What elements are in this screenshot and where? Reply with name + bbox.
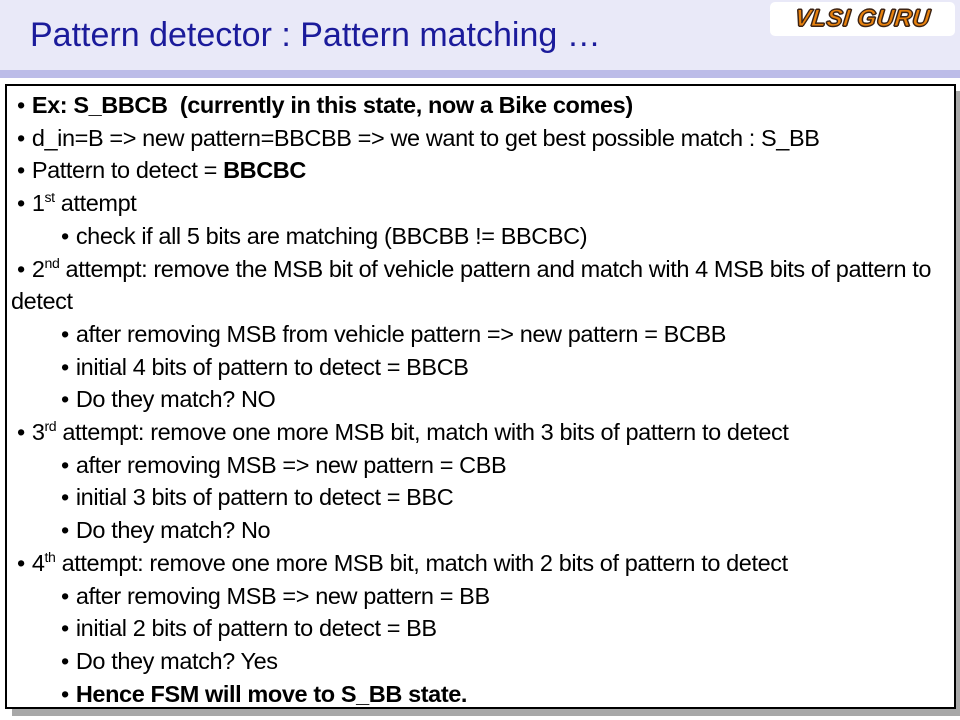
logo-text: VLSI GURU: [793, 5, 932, 33]
bullet-text-segment: attempt: remove one more MSB bit, match …: [55, 549, 789, 576]
bullet-item: •Do they match? No: [11, 514, 950, 547]
bullet-marker: •: [17, 124, 25, 151]
bullet-marker: •: [17, 255, 25, 282]
bullet-list: •Ex: S_BBCB (currently in this state, no…: [11, 89, 950, 707]
bullet-text-segment: Pattern to detect =: [31, 157, 224, 184]
bullet-text-segment: Ex: S_BBCB (currently in this state, now…: [31, 92, 633, 118]
bullet-text-segment: initial 2 bits of pattern to detect = BB: [75, 615, 437, 642]
bullet-item: •3rd attempt: remove one more MSB bit, m…: [11, 416, 950, 449]
bullet-text-segment: after removing MSB from vehicle pattern …: [75, 320, 727, 347]
bullet-text-superscript: th: [44, 549, 56, 566]
vlsi-guru-logo: VLSI GURU: [770, 2, 955, 36]
bullet-marker: •: [61, 517, 69, 544]
bullet-text-segment: check if all 5 bits are matching (BBCBB …: [75, 222, 588, 249]
header-divider: [0, 70, 960, 78]
bullet-marker: •: [17, 549, 25, 576]
bullet-text-segment: 1: [31, 190, 45, 217]
bullet-text-superscript: st: [44, 189, 56, 206]
bullet-text-segment: after removing MSB => new pattern = CBB: [75, 451, 507, 478]
bullet-item: •4th attempt: remove one more MSB bit, m…: [11, 547, 950, 580]
bullet-marker: •: [61, 320, 69, 347]
bullet-marker: •: [61, 647, 69, 674]
bullet-marker: •: [61, 680, 69, 707]
bullet-text-segment: 4: [31, 549, 45, 576]
bullet-marker: •: [17, 92, 25, 118]
bullet-item: •after removing MSB => new pattern = CBB: [11, 449, 950, 482]
bullet-text-segment: 3: [31, 419, 45, 446]
bullet-item: •Do they match? NO: [11, 383, 950, 416]
bullet-marker: •: [61, 451, 69, 478]
bullet-marker: •: [17, 419, 25, 446]
bullet-text-segment: initial 3 bits of pattern to detect = BB…: [75, 484, 454, 511]
bullet-text-segment: Do they match? NO: [75, 386, 276, 413]
bullet-marker: •: [61, 353, 69, 380]
bullet-marker: •: [17, 190, 25, 217]
bullet-item: •Ex: S_BBCB (currently in this state, no…: [11, 89, 950, 122]
bullet-text-segment: Do they match? Yes: [75, 647, 278, 674]
bullet-item: •initial 4 bits of pattern to detect = B…: [11, 351, 950, 384]
bullet-marker: •: [61, 222, 69, 249]
bullet-text-segment: attempt: [54, 190, 137, 217]
bullet-marker: •: [61, 615, 69, 642]
bullet-marker: •: [61, 386, 69, 413]
bullet-text-superscript: rd: [44, 418, 57, 435]
bullet-marker: •: [61, 484, 69, 511]
bullet-item: •initial 3 bits of pattern to detect = B…: [11, 481, 950, 514]
bullet-item: •check if all 5 bits are matching (BBCBB…: [11, 220, 950, 253]
bullet-item: •Do they match? Yes: [11, 645, 950, 678]
bullet-text-segment: 2: [31, 255, 45, 282]
bullet-text-segment: after removing MSB => new pattern = BB: [75, 582, 490, 609]
bullet-item: •after removing MSB from vehicle pattern…: [11, 318, 950, 351]
page-title: Pattern detector : Pattern matching …: [30, 16, 601, 54]
bullet-text-segment: initial 4 bits of pattern to detect = BB…: [75, 353, 469, 380]
bullet-item: •Hence FSM will move to S_BB state.: [11, 678, 950, 707]
bullet-text-segment: attempt: remove one more MSB bit, match …: [56, 419, 789, 446]
bullet-text-segment: BBCBC: [223, 157, 306, 184]
bullet-item: •1st attempt: [11, 187, 950, 220]
bullet-item: •after removing MSB => new pattern = BB: [11, 580, 950, 613]
bullet-marker: •: [61, 582, 69, 609]
content-box: •Ex: S_BBCB (currently in this state, no…: [5, 84, 956, 709]
bullet-item: •initial 2 bits of pattern to detect = B…: [11, 612, 950, 645]
bullet-text-segment: Hence FSM will move to S_BB state.: [75, 680, 468, 707]
bullet-item: •d_in=B => new pattern=BBCBB => we want …: [11, 122, 950, 155]
bullet-text-superscript: nd: [44, 254, 60, 271]
bullet-item: •2nd attempt: remove the MSB bit of vehi…: [11, 253, 950, 318]
bullet-text-segment: d_in=B => new pattern=BBCBB => we want t…: [31, 124, 820, 151]
bullet-marker: •: [17, 157, 25, 184]
bullet-text-segment: Do they match? No: [75, 517, 271, 544]
bullet-item: •Pattern to detect = BBCBC: [11, 154, 950, 187]
bullet-text-segment: attempt: remove the MSB bit of vehicle p…: [11, 255, 938, 315]
